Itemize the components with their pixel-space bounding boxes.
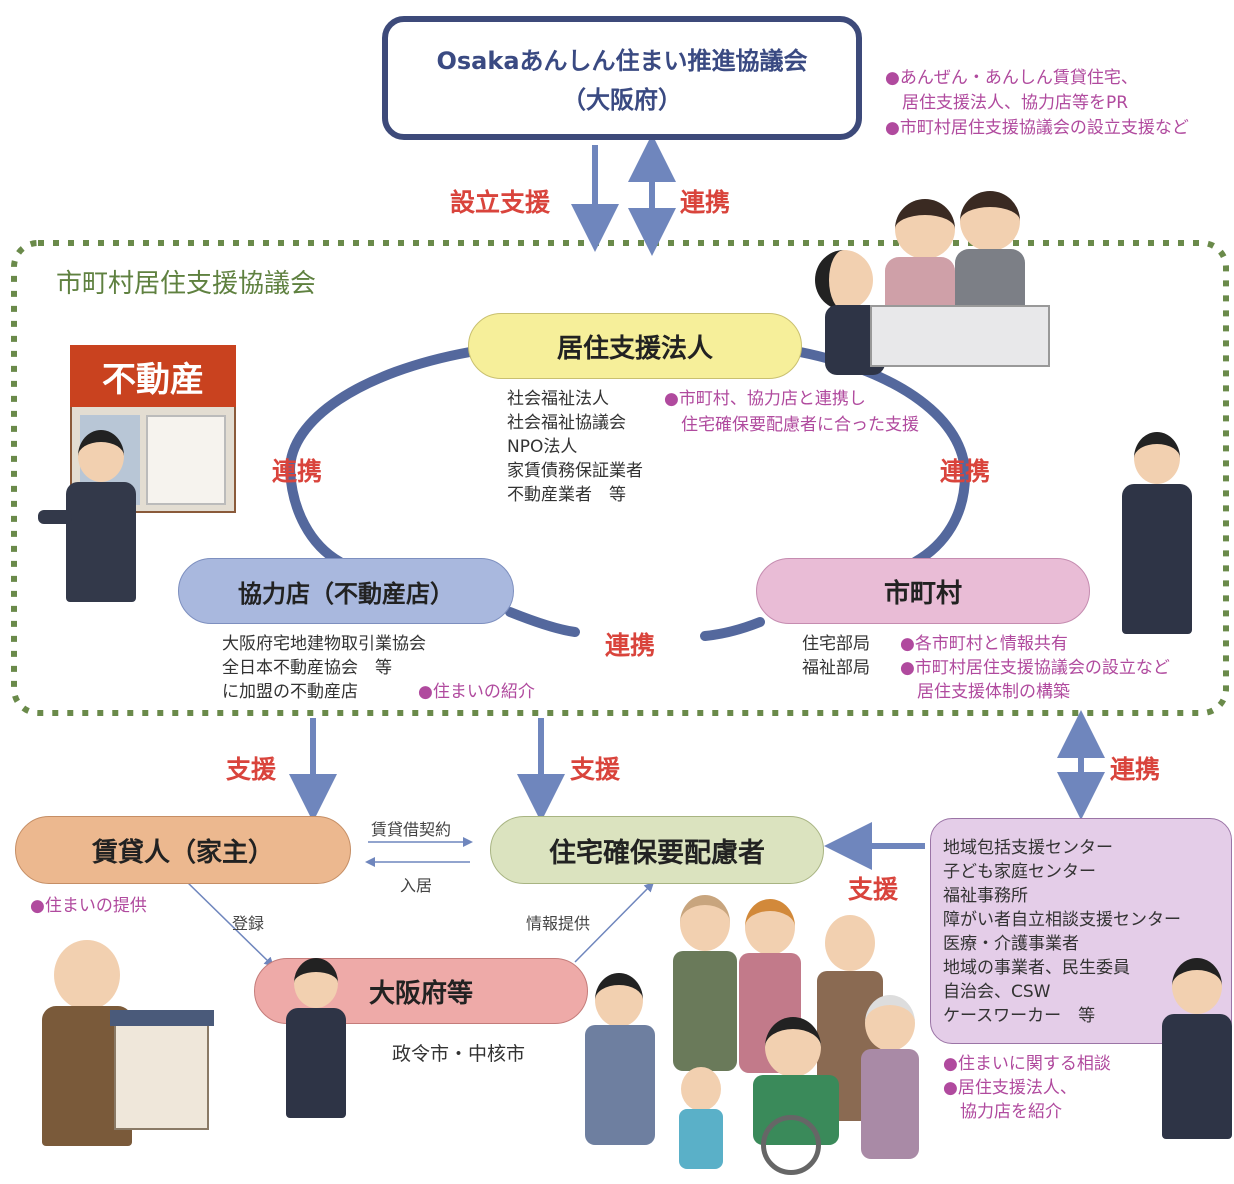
consultation-illustration: [815, 185, 1055, 380]
label-shien-1: 支援: [226, 755, 277, 784]
shichoson-node: 市町村: [756, 558, 1090, 624]
flow-contract-label: 賃貸借契約: [371, 820, 452, 839]
kyoju-member-4: 家賃債務保証業者: [507, 461, 643, 481]
arrow-register: [184, 879, 275, 968]
label-renkei-left: 連携: [272, 457, 323, 486]
kyoju-title: 居住支援法人: [556, 333, 713, 364]
community-note-2: ●居住支援法人、: [943, 1078, 1077, 1098]
jutaku-title: 住宅確保要配慮者: [549, 837, 765, 869]
landlord-illustration: [14, 940, 214, 1160]
kyoryoku-note: ●住まいの紹介: [418, 682, 535, 702]
residents-illustration: [585, 895, 925, 1180]
label-renkei-bottom: 連携: [605, 631, 656, 660]
flow-move-in-label: 入居: [400, 876, 433, 895]
flow-info-label: 情報提供: [526, 914, 591, 933]
kyoryoku-title: 協力店（不動産店）: [238, 579, 454, 608]
shichoson-note-3: 居住支援体制の構築: [900, 682, 1070, 702]
community-member-6: 地域の事業者、民生委員: [943, 958, 1130, 978]
flow-register-label: 登録: [232, 914, 265, 933]
shichoson-member-2: 福祉部局: [802, 658, 870, 678]
kyoryoku-member-3: に加盟の不動産店: [222, 682, 358, 702]
label-renkei-top: 連携: [680, 188, 731, 217]
ring-bottom-left: [505, 607, 580, 637]
label-setsuritsu: 設立支援: [450, 188, 551, 217]
community-member-7: 自治会、CSW: [943, 982, 1051, 1002]
shop-sign-text: 不動産: [102, 359, 204, 400]
city-official-illustration: [1118, 432, 1198, 642]
label-renkei-right: 連携: [940, 457, 991, 486]
kyoju-node: 居住支援法人: [468, 313, 802, 379]
community-member-3: 福祉事務所: [943, 886, 1028, 906]
kyoryoku-member-2: 全日本不動産協会 等: [222, 658, 392, 678]
community-member-4: 障がい者自立相談支援センター: [943, 910, 1181, 930]
community-note-3: 協力店を紹介: [943, 1102, 1062, 1122]
label-shien-right: 支援: [848, 875, 899, 904]
top-note-3: ●市町村居住支援協議会の設立支援など: [885, 118, 1189, 138]
kyoju-member-1: 社会福祉法人: [507, 389, 609, 409]
label-shien-2: 支援: [570, 755, 621, 784]
kyoju-member-3: NPO法人: [507, 437, 578, 457]
top-note-2: 居住支援法人、協力店等をPR: [885, 93, 1129, 113]
kyoryoku-member-1: 大阪府宅地建物取引業協会: [222, 634, 426, 654]
chintai-node: 賃貸人（家主）: [15, 816, 351, 884]
kyoju-member-2: 社会福祉協議会: [507, 413, 626, 433]
osaka-council-title: Osakaあんしん住まい推進協議会: [436, 47, 808, 75]
kyoju-note-2: 住宅確保要配慮者に合った支援: [664, 415, 919, 435]
community-member-8: ケースワーカー 等: [943, 1006, 1096, 1026]
shichoson-title: 市町村: [883, 578, 962, 609]
community-member-1: 地域包括支援センター: [943, 838, 1113, 858]
osaka-staff-illustration: [286, 958, 346, 1158]
jutaku-node: 住宅確保要配慮者: [490, 816, 824, 884]
community-staff-illustration: [1162, 958, 1232, 1143]
ring-bottom-right: [700, 617, 765, 641]
chintai-note: ●住まいの提供: [30, 896, 147, 916]
community-member-2: 子ども家庭センター: [943, 862, 1096, 882]
chintai-title: 賃貸人（家主）: [91, 837, 274, 868]
council-title: 市町村居住支援協議会: [56, 269, 317, 299]
kyoju-member-5: 不動産業者 等: [507, 485, 626, 505]
shichoson-note-1: ●各市町村と情報共有: [900, 634, 1068, 654]
osaka-title: 大阪府等: [368, 978, 473, 1009]
shichoson-note-2: ●市町村居住支援協議会の設立など: [900, 658, 1170, 678]
council-border: [11, 240, 1229, 716]
arrow-info: [574, 881, 655, 963]
ring-top-left: [284, 347, 475, 567]
shichoson-member-1: 住宅部局: [802, 634, 870, 654]
community-member-5: 医療・介護事業者: [943, 934, 1079, 954]
osaka-sub: 政令市・中核市: [392, 1043, 526, 1065]
shop-agent-illustration: [38, 430, 148, 620]
community-note-1: ●住まいに関する相談: [943, 1054, 1111, 1074]
real-estate-shop-illustration: 不動産: [70, 345, 236, 515]
label-renkei-far-right: 連携: [1110, 755, 1161, 784]
osaka-council-subtitle: （大阪府）: [562, 86, 682, 114]
kyoryoku-node: 協力店（不動産店）: [178, 558, 514, 624]
osaka-council-box: Osakaあんしん住まい推進協議会 （大阪府）: [382, 16, 862, 140]
top-note-1: ●あんぜん・あんしん賃貸住宅、: [885, 68, 1138, 88]
kyoju-note-1: ●市町村、協力店と連携し: [664, 389, 866, 409]
